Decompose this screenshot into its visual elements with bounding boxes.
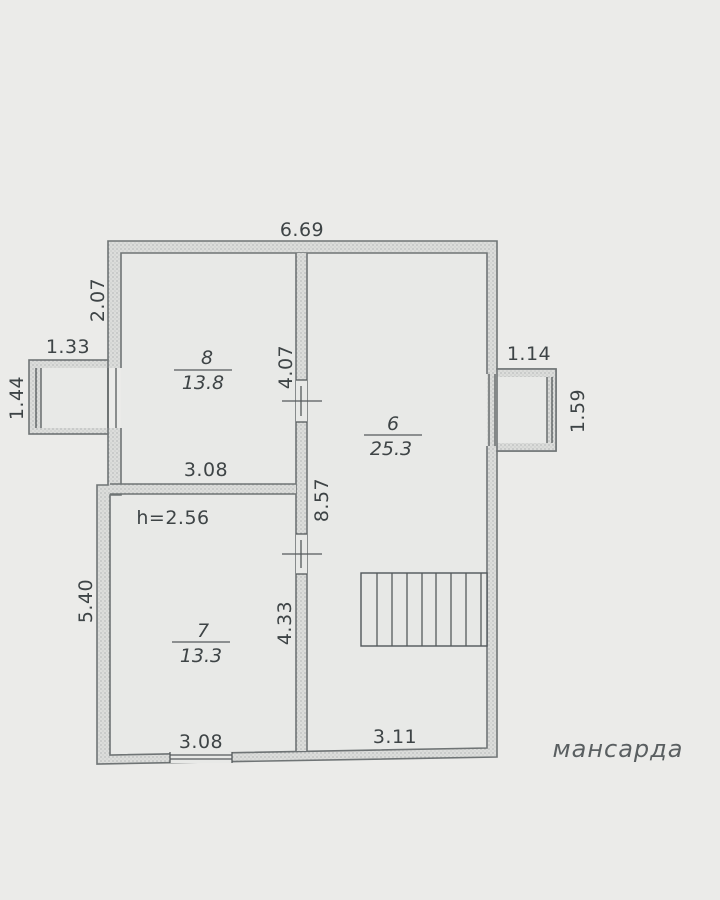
dim-left-bay-width: 1.33	[46, 336, 90, 358]
dim-right-bay-width: 1.14	[507, 343, 551, 365]
dim-room-8-width: 3.08	[184, 459, 228, 481]
bottom-window	[170, 752, 232, 763]
dim-left-bay-depth: 1.44	[6, 376, 28, 420]
room-8-label: 8 13.8	[174, 347, 232, 394]
room-6-label: 6 25.3	[364, 413, 422, 460]
dim-left-lower-height: 5.40	[75, 579, 97, 623]
room-7-number: 7	[197, 620, 209, 642]
room-7-label: 7 13.3	[172, 620, 230, 667]
right-bay-outline	[496, 368, 557, 452]
room-6-number: 6	[387, 413, 399, 435]
room-8-number: 8	[201, 347, 213, 369]
dim-left-upper-height: 2.07	[87, 278, 109, 322]
ceiling-height: h=2.56	[136, 507, 209, 529]
dim-room-8-wall: 4.07	[275, 345, 297, 389]
center-partition	[296, 253, 307, 751]
floor-caption: мансарда	[553, 735, 684, 763]
right-bay-floor	[497, 377, 547, 443]
dim-center-height: 8.57	[311, 478, 333, 522]
dim-room-6-bottom: 3.11	[373, 726, 417, 748]
dim-room-7-bottom: 3.08	[179, 731, 223, 753]
left-bay-floor	[41, 368, 108, 428]
horizontal-partition	[110, 484, 296, 494]
dim-room-7-wall: 4.33	[274, 601, 296, 645]
dim-top-width: 6.69	[280, 219, 324, 241]
staircase	[360, 572, 488, 647]
stair-outline	[360, 572, 488, 647]
room-8-area: 13.8	[182, 372, 224, 394]
room-7-area: 13.3	[180, 645, 222, 667]
dim-right-bay-depth: 1.59	[567, 389, 589, 433]
room-6-area: 25.3	[370, 438, 412, 460]
